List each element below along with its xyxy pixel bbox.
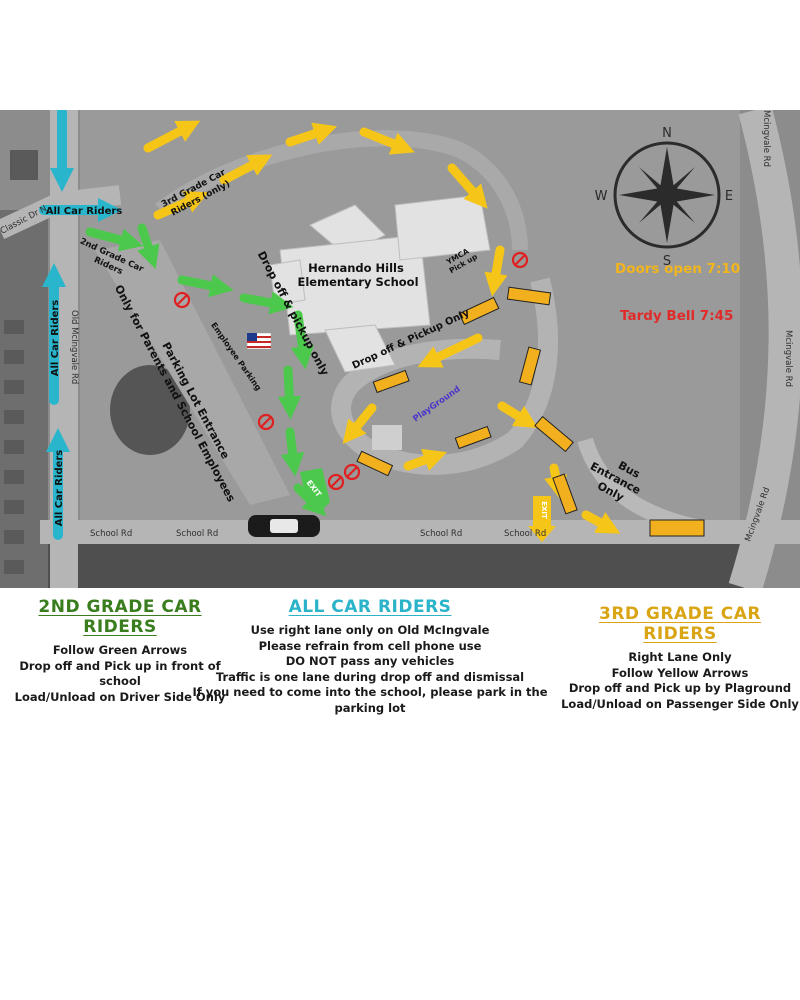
legend-second-grade: 2ND GRADE CAR RIDERS Follow Green Arrows… bbox=[0, 597, 240, 705]
school-name-line1: Hernando Hills bbox=[308, 261, 404, 275]
campus-map: N S E W Hernando Hills Elementary School… bbox=[0, 110, 800, 588]
legend-line: DO NOT pass any vehicles bbox=[285, 654, 455, 668]
no-entry-signs bbox=[173, 251, 529, 491]
no-entry-icon bbox=[343, 463, 361, 481]
legend-all-car-riders: ALL CAR RIDERS Use right lane only on Ol… bbox=[180, 597, 560, 716]
bus bbox=[518, 346, 542, 386]
compass-east: E bbox=[725, 189, 733, 204]
legend-all-car-riders-heading: ALL CAR RIDERS bbox=[288, 597, 452, 617]
mcingvale-road bbox=[728, 110, 800, 588]
all-car-riders-top-label: All Car Riders bbox=[46, 206, 123, 217]
compass-north: N bbox=[662, 126, 672, 141]
school-name: Hernando Hills Elementary School bbox=[297, 261, 418, 289]
tardy-bell-label: Tardy Bell 7:45 bbox=[620, 308, 733, 324]
legend-line: Follow Green Arrows bbox=[52, 643, 188, 657]
legend-line: If you need to come into the school, ple… bbox=[192, 685, 548, 715]
street-label-school-rd: School Rd bbox=[176, 529, 218, 539]
no-entry-icon bbox=[257, 413, 275, 431]
compass-rose-icon: N S E W bbox=[595, 126, 734, 269]
no-entry-icon bbox=[327, 473, 345, 491]
bus bbox=[372, 369, 410, 394]
school-name-line2: Elementary School bbox=[297, 275, 418, 289]
street-label-school-rd: School Rd bbox=[420, 529, 462, 539]
legend-line: Drop off and Pick up by Plaground bbox=[568, 681, 792, 695]
classic-dr-road bbox=[0, 185, 122, 240]
compass-south: S bbox=[663, 254, 671, 269]
bus bbox=[552, 473, 578, 515]
legend-line: Please refrain from cell phone use bbox=[258, 638, 482, 653]
car-loop bbox=[155, 130, 528, 251]
no-entry-icon bbox=[173, 291, 191, 309]
no-entry-icon bbox=[511, 251, 529, 269]
green-exit-arrow bbox=[300, 468, 330, 512]
yellow-exit-label: EXIT bbox=[540, 501, 548, 519]
bus bbox=[534, 415, 574, 453]
yellow-exit-arrow bbox=[528, 496, 556, 542]
street-label-mcingvale: Mcingvale Rd bbox=[783, 330, 793, 387]
street-label-school-rd: School Rd bbox=[90, 529, 132, 539]
legend-third-grade-heading: 3RD GRADE CAR RIDERS bbox=[598, 604, 761, 644]
houses bbox=[4, 150, 38, 574]
legend-line: Load/Unload on Passenger Side Only bbox=[561, 696, 799, 711]
school-building bbox=[269, 194, 491, 373]
legend-line: Load/Unload on Driver Side Only bbox=[14, 689, 226, 704]
yellow-route bbox=[143, 120, 621, 534]
legend-second-grade-heading: 2ND GRADE CAR RIDERS bbox=[38, 597, 202, 637]
street-label-old-mcingvale: Old McIngvale Rd bbox=[69, 310, 79, 384]
legend-line: Drop off and Pick up in front of school bbox=[19, 658, 221, 689]
police-car bbox=[248, 515, 320, 537]
legend-third-grade: 3RD GRADE CAR RIDERS Right Lane Only Fol… bbox=[560, 604, 800, 712]
school-buses bbox=[356, 286, 705, 537]
parking-lot bbox=[95, 240, 290, 505]
bus bbox=[458, 296, 500, 326]
tree-line-bottom bbox=[48, 540, 748, 588]
trees-west bbox=[110, 365, 190, 455]
all-car-riders-left-label-2: All Car Riders bbox=[54, 450, 65, 527]
street-label-school-rd: School Rd bbox=[504, 529, 546, 539]
bus bbox=[649, 519, 705, 537]
cyan-route bbox=[39, 110, 123, 540]
bus bbox=[356, 450, 394, 477]
bus bbox=[506, 286, 552, 306]
legend-line: Traffic is one lane during drop off and … bbox=[215, 669, 525, 684]
all-car-riders-left-label-1: All Car Riders bbox=[50, 300, 61, 377]
bus bbox=[454, 425, 492, 450]
legend-line: Follow Yellow Arrows bbox=[611, 665, 749, 680]
compass-west: W bbox=[595, 189, 608, 204]
doors-open-label: Doors open 7:10 bbox=[615, 261, 740, 277]
american-flag bbox=[246, 332, 272, 350]
street-label-mcingvale: Mcingvale Rd bbox=[761, 110, 771, 167]
legend-line: Right Lane Only bbox=[628, 650, 732, 664]
playground-structure bbox=[372, 425, 402, 450]
legend-line: Use right lane only on Old McIngvale bbox=[250, 623, 490, 637]
